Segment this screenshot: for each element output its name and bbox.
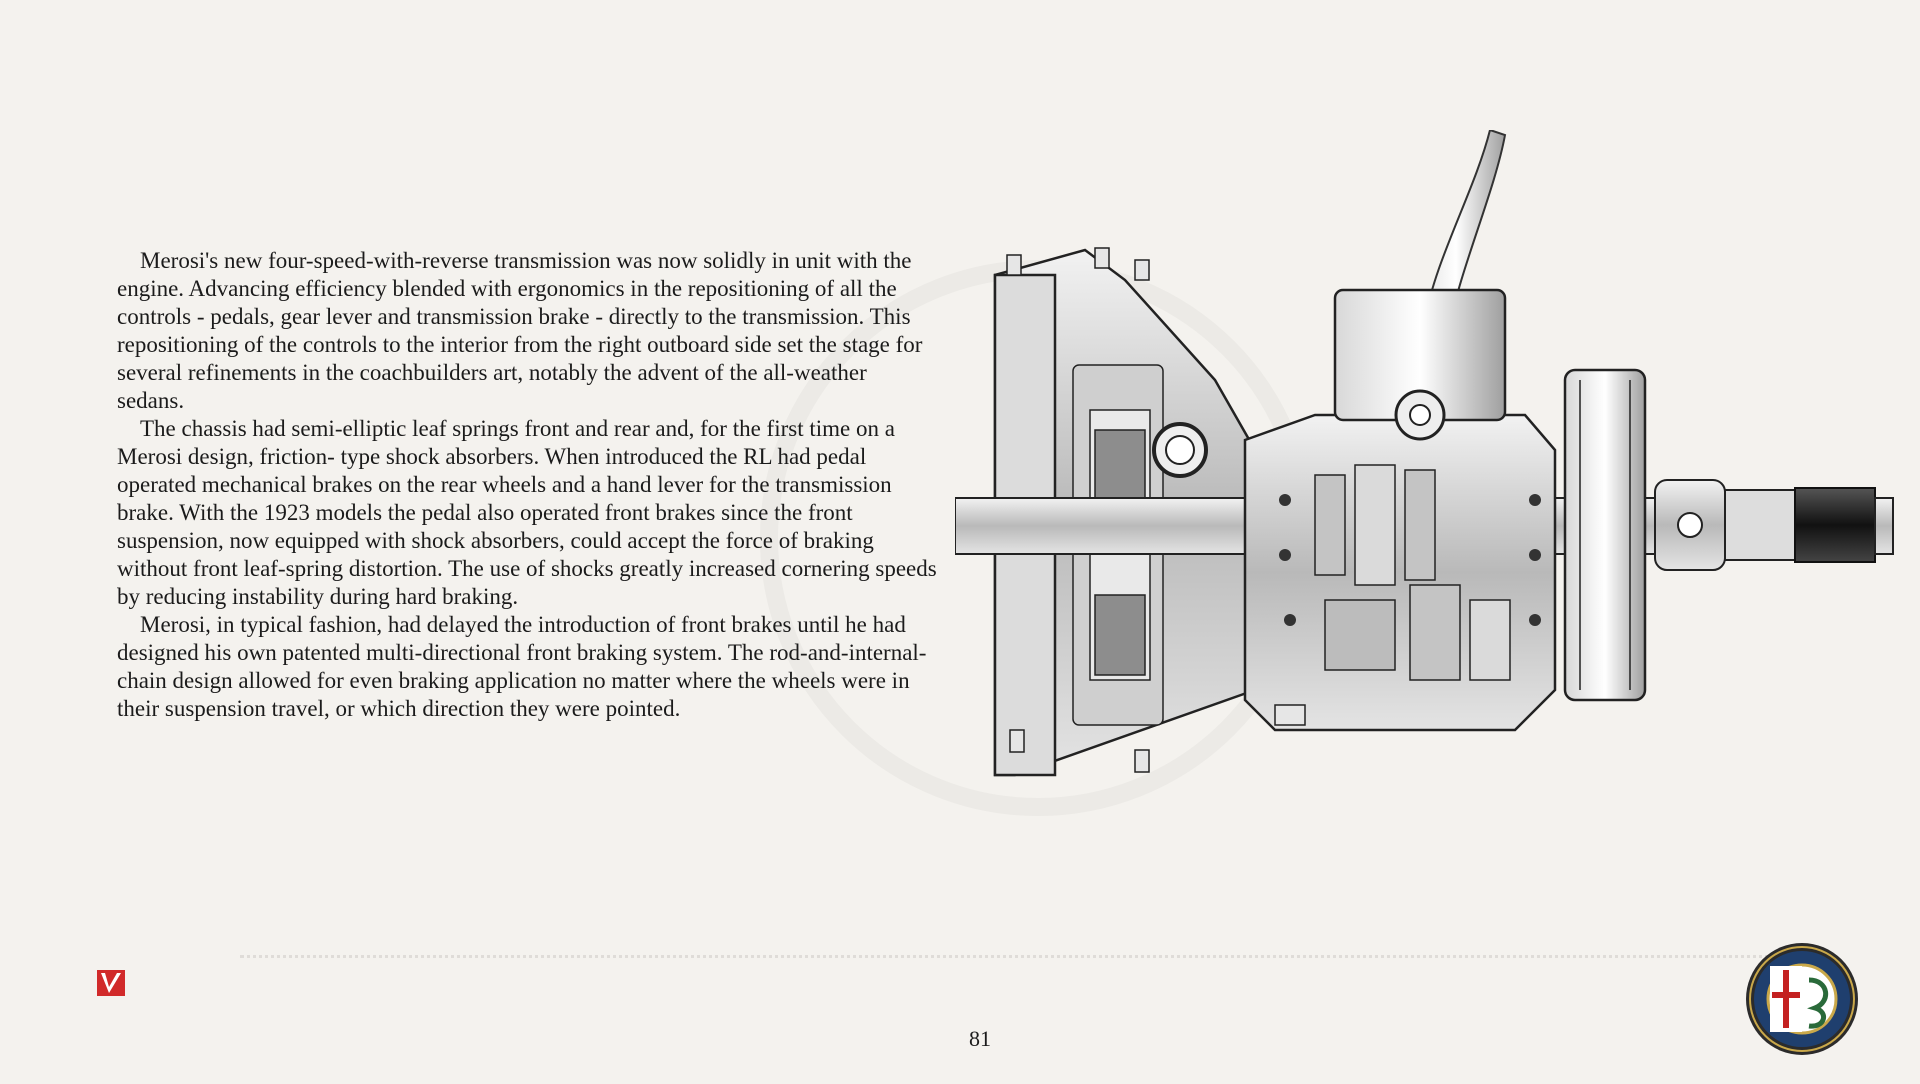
paragraph-2: The chassis had semi-elliptic leaf sprin… bbox=[117, 416, 937, 609]
alfa-romeo-emblem-icon bbox=[1746, 943, 1858, 1055]
publisher-logo bbox=[97, 970, 125, 996]
paragraph-1: Merosi's new four-speed-with-reverse tra… bbox=[117, 248, 923, 413]
v-mark-icon bbox=[101, 973, 121, 993]
decorative-rule bbox=[240, 955, 1800, 958]
paragraph-3: Merosi, in typical fashion, had delayed … bbox=[117, 612, 927, 721]
page-number: 81 bbox=[969, 1026, 991, 1051]
body-text: Merosi's new four-speed-with-reverse tra… bbox=[117, 247, 937, 723]
transmission-cutaway-illustration bbox=[955, 130, 1894, 777]
